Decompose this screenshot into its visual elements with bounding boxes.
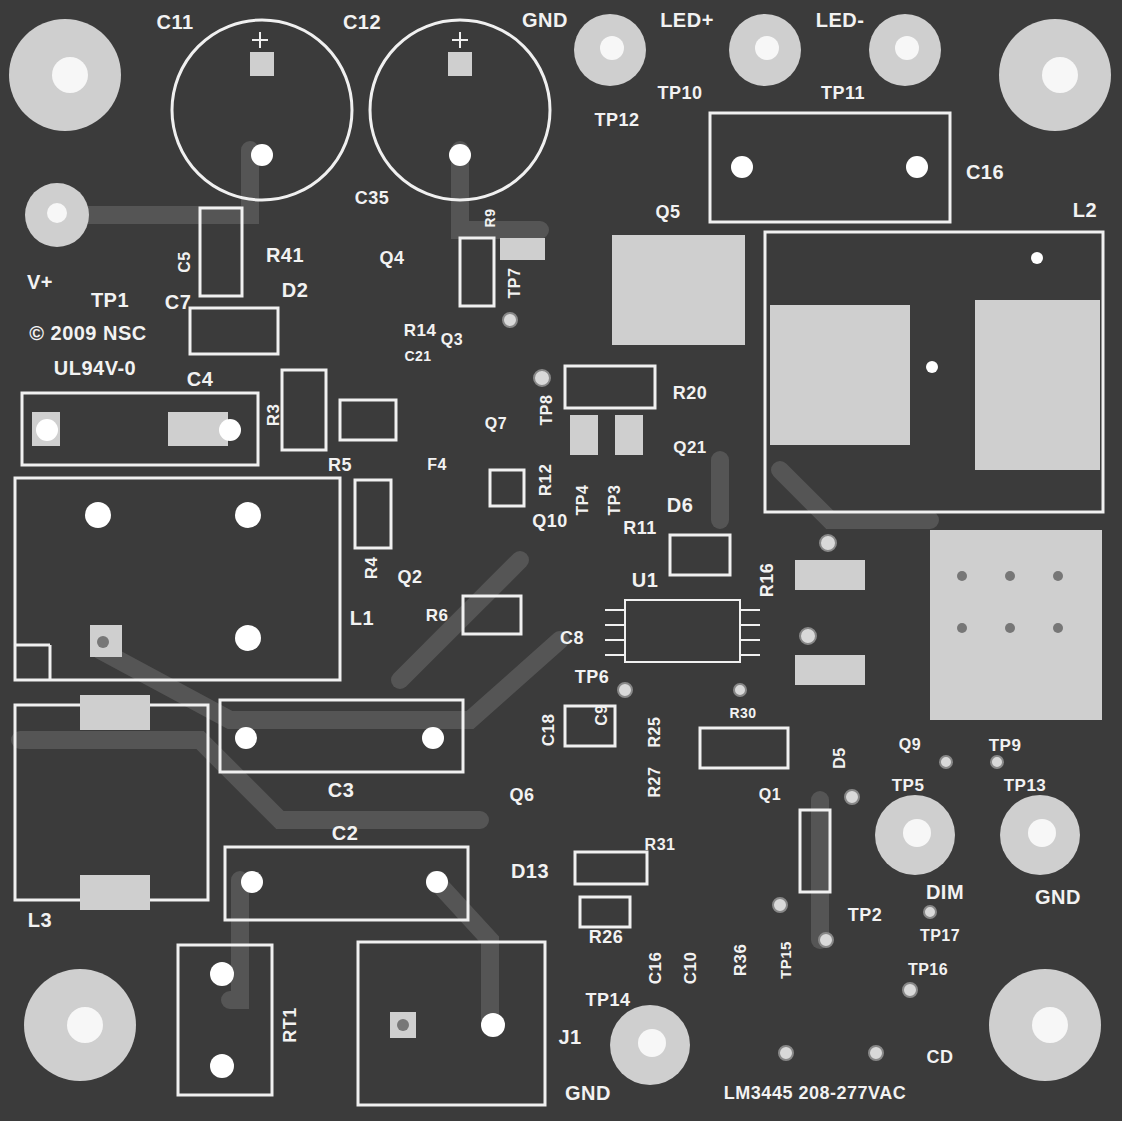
silkscreen-label: TP5 (892, 777, 925, 794)
silkscreen-label: R16 (758, 563, 776, 598)
silkscreen-label: © 2009 NSC (29, 323, 147, 343)
silkscreen-label: TP6 (575, 668, 610, 686)
silkscreen-label: J1 (558, 1027, 581, 1047)
silkscreen-label: R26 (589, 928, 624, 946)
silkscreen-label: DIM (926, 882, 964, 902)
silkscreen-label: UL94V-0 (54, 358, 136, 378)
silkscreen-label: Q2 (397, 568, 422, 586)
silkscreen-label: R20 (673, 384, 708, 402)
silkscreen-label: R5 (328, 456, 352, 474)
silkscreen-label: LED+ (660, 10, 714, 30)
silkscreen-label: GND (522, 10, 568, 30)
silkscreen-label: C16 (647, 952, 664, 985)
silkscreen-label: D5 (832, 747, 848, 768)
silkscreen-label: TP17 (920, 928, 960, 944)
silkscreen-label: TP13 (1004, 777, 1047, 794)
silkscreen-label: GND (1035, 887, 1081, 907)
silkscreen-label: D13 (511, 861, 549, 881)
silkscreen-label: U1 (632, 570, 659, 590)
silkscreen-label: TP3 (607, 485, 623, 516)
silkscreen-label: R25 (647, 717, 663, 748)
silkscreen-label: L1 (350, 608, 374, 628)
silkscreen-label: TP12 (594, 111, 639, 129)
silkscreen-label: TP8 (539, 395, 555, 426)
silkscreen-label: LED- (816, 10, 865, 30)
silkscreen-label: C8 (560, 629, 584, 647)
silkscreen-label: Q10 (532, 512, 568, 530)
silkscreen-label: R27 (647, 767, 663, 798)
silkscreen-label: TP14 (585, 991, 630, 1009)
silkscreen-label: TP10 (657, 84, 702, 102)
silkscreen-label: C5 (177, 251, 193, 272)
silkscreen-label: L3 (28, 910, 52, 930)
silkscreen-label: Q7 (485, 416, 507, 432)
silkscreen-label: R41 (266, 245, 304, 265)
silkscreen-label: TP11 (821, 84, 865, 102)
silkscreen-label: C35 (355, 189, 390, 207)
silkscreen-label: C12 (343, 12, 381, 32)
silkscreen-label: TP4 (575, 485, 591, 516)
silkscreen-label: L2 (1073, 200, 1097, 220)
silkscreen-label: D2 (282, 280, 309, 300)
silkscreen-label: RT1 (281, 1007, 299, 1043)
silkscreen-label: LM3445 208-277VAC (724, 1084, 906, 1102)
silkscreen-label: C4 (187, 369, 214, 389)
silkscreen-label: GND (565, 1083, 611, 1103)
silkscreen-label: C9 (594, 704, 610, 725)
silkscreen-label: CD (927, 1048, 954, 1066)
silkscreen-label: TP1 (91, 290, 129, 310)
silkscreen-label: C7 (165, 292, 192, 312)
silkscreen-label: C16 (966, 162, 1004, 182)
silkscreen-label: V+ (27, 272, 53, 292)
silkscreen-label: R6 (426, 607, 449, 624)
silkscreen-label: Q21 (673, 439, 707, 456)
silkscreen-label: R30 (729, 706, 756, 720)
silkscreen-label: C10 (682, 952, 699, 985)
silkscreen-label: R9 (483, 209, 497, 228)
silkscreen-label: Q1 (759, 787, 781, 803)
silkscreen-label: TP2 (848, 906, 883, 924)
silkscreen-label: C11 (156, 12, 193, 32)
silkscreen-label: R12 (537, 464, 554, 497)
silkscreen-label: Q9 (899, 737, 921, 753)
silkscreen-label: Q3 (441, 332, 463, 348)
silkscreen-label: R36 (732, 944, 749, 977)
silkscreen-label: TP7 (507, 268, 523, 299)
silkscreen-label: D6 (667, 495, 694, 515)
silkscreen-label: R14 (404, 322, 437, 339)
silkscreen-label: Q5 (655, 203, 680, 221)
silkscreen-label: R11 (623, 519, 657, 537)
silkscreen-label: TP9 (989, 737, 1022, 754)
silkscreen-label: C3 (328, 780, 355, 800)
silkscreen-label: TP16 (908, 962, 948, 978)
silkscreen-label: C21 (404, 349, 431, 363)
silkscreen-label: TP15 (778, 941, 793, 979)
silkscreen-label: R31 (645, 837, 676, 853)
silkscreen-label: Q6 (509, 786, 534, 804)
silkscreen-label: C2 (332, 823, 359, 843)
silkscreen-label: Q4 (379, 249, 404, 267)
silkscreen-label: C18 (540, 714, 557, 747)
silkscreen-label: R4 (363, 557, 380, 580)
silkscreen-label: R3 (265, 404, 282, 427)
silkscreen-label: F4 (427, 457, 447, 473)
